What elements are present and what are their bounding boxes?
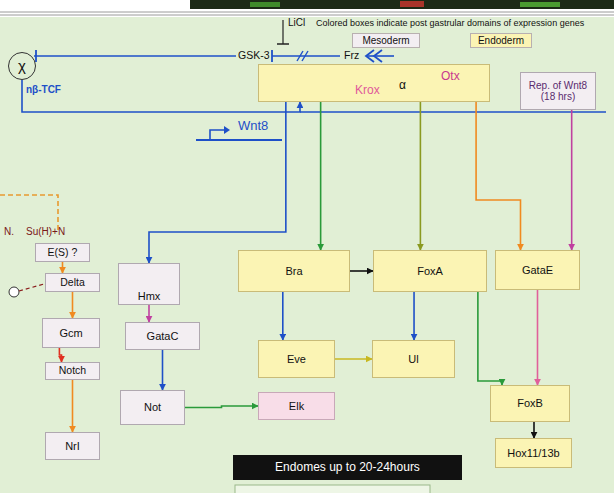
gene-label: Su(H)+N <box>26 226 65 237</box>
node-text: Krox <box>355 84 380 97</box>
gene-label: LiCl <box>288 17 305 28</box>
title-text: Colored boxes indicate post gastrular do… <box>316 18 584 28</box>
inhibition-bar <box>277 43 289 45</box>
gene-box: Delta <box>45 273 100 292</box>
node-text: Not <box>144 401 161 413</box>
node-text: GataC <box>147 330 179 342</box>
legend-text: Endoderm <box>478 35 524 46</box>
gene-line <box>196 139 282 141</box>
gene-box: Hmx <box>118 263 180 305</box>
micrograph-spot <box>400 1 424 7</box>
node-text: FoxB <box>517 397 543 409</box>
gene-box: Gcm <box>42 318 100 348</box>
dashed-wire <box>0 195 58 230</box>
diagram-title: Colored boxes indicate post gastrular do… <box>316 18 610 29</box>
micrograph-strip <box>190 0 614 9</box>
signal-line <box>366 55 394 57</box>
break-mark <box>302 51 308 61</box>
regulatory-link <box>162 350 164 390</box>
promoter-arrowhead <box>224 126 230 134</box>
regulatory-link <box>476 102 520 250</box>
regulatory-link <box>282 292 284 340</box>
regulatory-link <box>185 406 258 408</box>
gene-box: FoxA <box>373 250 487 292</box>
gene-box: Ul <box>372 340 455 378</box>
gene-box: GataC <box>125 322 200 350</box>
legend-text: Mesoderm <box>362 35 409 46</box>
gene-label: nβ-TCF <box>26 84 61 95</box>
time-band: Endomes up to 20-24hours <box>233 455 462 480</box>
signal-circle: χ <box>8 52 36 80</box>
regulatory-link <box>350 270 373 272</box>
signal-wire <box>300 111 606 113</box>
gene-box: NrI <box>45 432 100 460</box>
regulatory-link <box>537 290 539 385</box>
gene-box: Eve <box>258 340 335 378</box>
inhibition-bar <box>271 50 273 62</box>
rule-line <box>0 15 614 16</box>
node-text: χ <box>18 58 26 75</box>
node-text: Elk <box>289 400 304 412</box>
regulatory-link <box>320 102 322 250</box>
legend-swatch: Mesoderm <box>352 33 420 48</box>
regulatory-link <box>59 348 61 362</box>
node-text: Bra <box>285 265 302 277</box>
gene-label: GSK-3 <box>238 50 270 62</box>
gene-box: Rep. of Wnt8 (18 hrs) <box>520 72 596 110</box>
gene-box: E(S) ? <box>35 243 90 262</box>
gene-label: Frz <box>344 50 359 62</box>
regulatory-link <box>62 262 64 273</box>
gene-box: Elk <box>258 392 335 420</box>
regulatory-link <box>72 380 74 432</box>
micrograph-spot <box>520 2 560 7</box>
gene-label: N. <box>4 226 14 237</box>
node-text: α <box>399 79 406 92</box>
regulatory-link <box>533 422 535 438</box>
regulatory-link <box>149 102 286 263</box>
inhibition-line <box>34 55 236 57</box>
regulatory-link <box>571 110 573 250</box>
cut-box <box>235 485 430 493</box>
node-text: E(S) ? <box>48 247 78 259</box>
legend-swatch: Endoderm <box>470 33 532 48</box>
node-text: Eve <box>287 353 306 365</box>
node-text: Otx <box>441 70 460 83</box>
regulatory-link <box>420 102 422 250</box>
node-text: Endomes up to 20-24hours <box>275 461 420 474</box>
regulatory-link <box>478 292 502 385</box>
node-text: Hox11/13b <box>507 447 559 459</box>
gene-label: Wnt8 <box>238 119 268 133</box>
gene-box: Not <box>120 390 185 425</box>
gene-box: Hox11/13b <box>495 438 572 468</box>
node-text: NrI <box>65 440 80 452</box>
rule-line <box>0 12 614 13</box>
open-circle <box>9 287 19 297</box>
inhibition-line <box>282 20 283 44</box>
node-text: Rep. of Wnt8 (18 hrs) <box>524 80 592 102</box>
micrograph-spot <box>250 2 280 7</box>
gene-box: FoxB <box>490 385 570 422</box>
gene-box: GataE <box>495 250 580 290</box>
node-text: GataE <box>522 264 553 276</box>
gene-box: Bra <box>238 250 350 292</box>
node-text: Gcm <box>59 327 82 339</box>
regulatory-link <box>148 305 150 322</box>
regulatory-link <box>413 292 415 340</box>
promoter-arrow <box>210 130 224 140</box>
node-text: Ul <box>408 353 418 365</box>
regulatory-link <box>72 292 74 318</box>
dashed-wire <box>19 284 44 291</box>
network-ground <box>0 17 614 493</box>
node-text: Delta <box>60 277 85 289</box>
gene-box: Notch <box>45 362 100 380</box>
node-text: FoxA <box>417 265 443 277</box>
double-arrowhead <box>374 50 382 62</box>
node-text: Hmx <box>138 290 161 302</box>
node-text: Notch <box>59 365 86 377</box>
gene-box: Krox α Otx <box>258 64 490 102</box>
regulatory-link <box>335 358 372 360</box>
inhibition-bar <box>35 50 37 62</box>
